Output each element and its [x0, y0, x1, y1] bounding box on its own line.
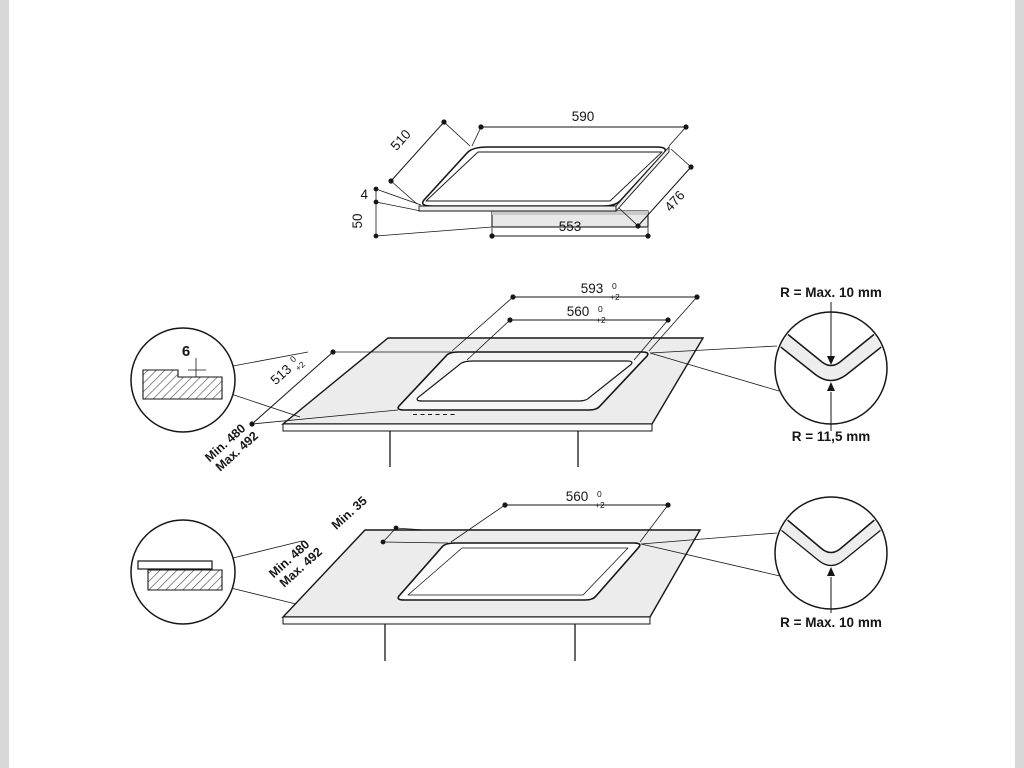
dim-inner-width-tol-bottom: +2 [596, 315, 606, 325]
arrow-up-bot [827, 567, 835, 576]
corner-outer-edge [779, 327, 883, 367]
dim-inner-width-label: 560 [567, 304, 590, 319]
dim-cutout-inner-width-mid: 560 0 +2 [466, 304, 671, 361]
cutout-hole-bot [397, 542, 641, 601]
dim-width-bot-tol-bottom: +2 [595, 500, 605, 510]
corner-inner-edge-bot [776, 520, 886, 567]
dim-thickness-height: 4 50 [350, 186, 493, 239]
dim-base-width-label: 553 [559, 219, 582, 234]
step-depth-label: 6 [182, 343, 190, 360]
hob-glass-inner-edge [425, 151, 663, 202]
worktop-section-hatched-bot [147, 569, 223, 591]
dim-top-width: 590 [471, 109, 689, 147]
radius-inner-label: R = 11,5 mm [792, 429, 870, 444]
dim-outer-width-label: 593 [581, 281, 604, 296]
worktop-front-edge-bot [282, 616, 651, 625]
worktop-depth-limits-mid: Min. 480 Max. 492 [202, 421, 261, 474]
arrow-down [827, 356, 835, 365]
page-left-margin [0, 0, 9, 768]
dim-outer-width-tol-top: 0 [612, 281, 617, 291]
middle-installation-view: 593 0 +2 560 0 +2 513 [130, 281, 888, 474]
radius-label-bot: R = Max. 10 mm [780, 615, 882, 630]
dim-cutout-width-bot: 560 0 +2 [450, 489, 671, 543]
dim-top-width-label: 590 [572, 109, 595, 124]
hob-glass-side-face [615, 145, 670, 213]
min-clearance-label: Min. 35 [329, 494, 370, 533]
cutout-inner-hole-mid [416, 360, 633, 402]
arrow-up [827, 382, 835, 391]
dim-cutout-outer-width: 593 0 +2 [451, 281, 700, 352]
dim-inner-width-tol-top: 0 [598, 304, 603, 314]
dim-glass-thickness-label: 4 [360, 187, 368, 202]
dim-height-label: 50 [350, 213, 365, 228]
hob-isometric-view: 590 510 476 [350, 109, 694, 239]
dim-base-width: 553 [489, 219, 651, 239]
dim-outer-width-tol-bottom: +2 [610, 292, 620, 302]
detail-flush-section [130, 519, 303, 625]
corner-outer-edge-bot [777, 511, 885, 554]
hob-glass-front-face [418, 205, 617, 212]
dim-depth-label: 513 [268, 362, 295, 388]
bottom-installation-view: 560 0 +2 Min. 35 Min. 480 Max. 492 [130, 489, 888, 661]
page-right-margin [1015, 0, 1024, 768]
hob-glass-overhang [137, 560, 213, 570]
dim-top-side-label: 476 [662, 188, 688, 215]
worktop-section-hatched [142, 369, 223, 400]
cutout-hole-inner-line [407, 547, 629, 596]
dim-width-bot-label: 560 [566, 489, 589, 504]
radius-outer-label: R = Max. 10 mm [780, 285, 882, 300]
detail-step-section: 6 [130, 327, 309, 433]
worktop-front-edge-mid [282, 423, 653, 432]
dim-width-bot-tol-top: 0 [597, 489, 602, 499]
dim-depth-tol-top: 0 [288, 354, 298, 365]
dim-top-depth-label: 510 [388, 127, 414, 154]
corner-inner-edge [776, 336, 886, 382]
hob-base-shadow [492, 211, 648, 215]
